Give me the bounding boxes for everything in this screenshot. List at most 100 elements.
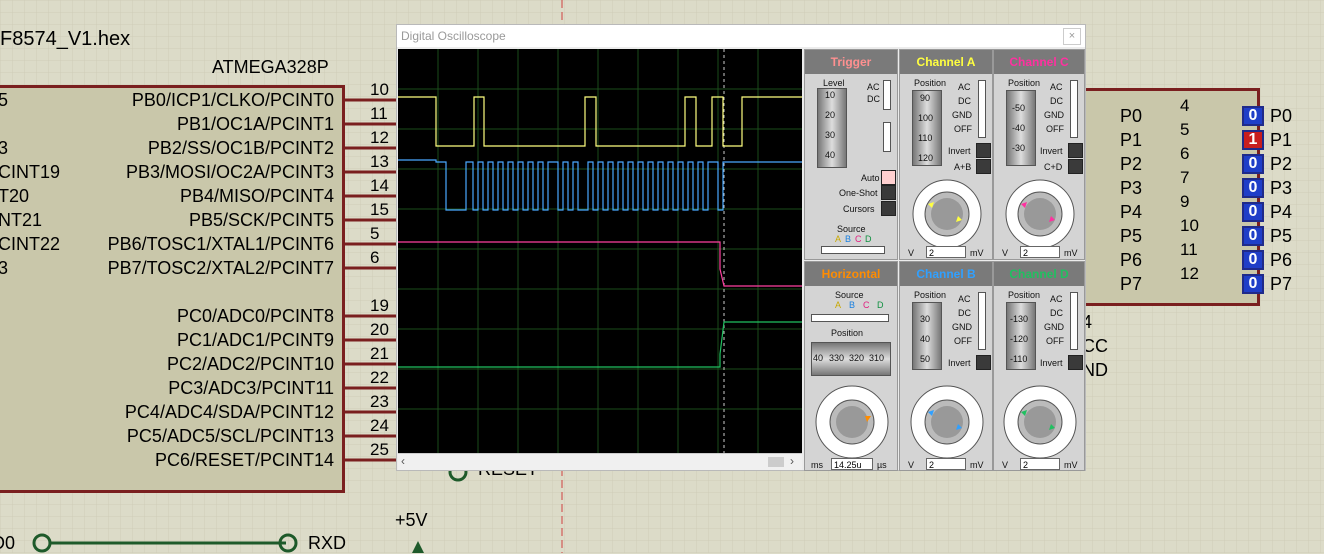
io-pin-label: P1 [1120,130,1143,150]
chip-name: ATMEGA328P [212,57,329,77]
probe-output-label: P1 [1270,130,1293,150]
horizontal-source-slider[interactable] [811,314,889,322]
trigger-coupling-switch[interactable] [883,80,891,110]
channel-d-panel: Channel D Position -130 -120 -110 AC DC … [993,261,1085,471]
channel-a-volts-field[interactable]: 2 [926,246,966,258]
trigger-auto-label: Auto [861,173,880,183]
oscilloscope-window[interactable]: Digital Oscilloscope × [396,24,1086,471]
channel-d-volts-knob[interactable] [997,380,1083,460]
horizontal-position-drum[interactable] [811,342,891,376]
logic-probe-7[interactable]: 0 [1242,274,1264,294]
chip-pin-label: PC0/ADC0/PCINT8 [176,306,334,326]
logic-probe-4[interactable]: 0 [1242,202,1264,222]
scrollbar-thumb[interactable] [768,457,784,467]
channel-c-position-drum[interactable] [1006,90,1036,166]
channel-c-volts-knob[interactable] [997,174,1083,250]
logic-probe-5[interactable]: 0 [1242,226,1264,246]
trigger-edge-switch[interactable] [883,122,891,152]
logic-probe-3[interactable]: 0 [1242,178,1264,198]
chip-pin-label: PB3/MOSI/OC2A/PCINT3 [125,162,334,182]
chip-pin-label: PB2/SS/OC1B/PCINT2 [147,138,334,158]
chip-pin-label: PB6/TOSC1/XTAL1/PCINT6 [107,234,334,254]
channel-b-volts-field[interactable]: 2 [926,458,966,470]
chip-pin-number: 22 [370,368,389,387]
trigger-panel: Trigger Level 10 20 30 40 AC DC Auto One… [804,49,898,260]
chip-pin-label: PB4/MISO/PCINT4 [179,186,334,206]
trace-channel-b [398,159,802,211]
channel-c-invert-button[interactable] [1068,143,1083,158]
probe-output-label: P3 [1270,178,1293,198]
io-pin-number: 12 [1180,264,1199,283]
right-frag-2: CC [1082,336,1108,356]
trigger-oneshot-label: One-Shot [839,188,878,198]
logic-probe-1[interactable]: 1 [1242,130,1264,150]
trigger-header: Trigger [805,50,897,74]
scope-horizontal-scrollbar[interactable]: ‹ › [398,453,802,470]
trigger-dc-label: DC [867,94,880,104]
chip-pin-number: 10 [370,80,389,99]
trigger-level-drum[interactable] [817,88,847,168]
scope-display-area: ‹ › [398,49,802,477]
horizontal-time-knob[interactable] [809,380,895,460]
trigger-cursors-button[interactable] [881,201,896,216]
chip-left-cut-label: 3 [0,258,9,278]
channel-b-invert-button[interactable] [976,355,991,370]
scroll-right-icon[interactable]: › [790,454,794,468]
channel-a-volts-knob[interactable] [904,174,990,250]
probe-output-label: P2 [1270,154,1293,174]
pcf8574-chip[interactable] [1078,88,1260,306]
channel-c-sum-button[interactable] [1068,159,1083,174]
logic-probe-2[interactable]: 0 [1242,154,1264,174]
chip-left-cut-label: NT21 [0,210,43,230]
channel-d-volts-field[interactable]: 2 [1020,458,1060,470]
channel-a-header: Channel A [900,50,992,74]
io-pin-label: P6 [1120,250,1143,270]
horizontal-panel: Horizontal Source A B C D Position 40 33… [804,261,898,471]
oscilloscope-titlebar[interactable]: Digital Oscilloscope × [397,25,1085,47]
channel-a-position-drum[interactable] [912,90,942,166]
chip-pin-number: 14 [370,176,389,195]
channel-a-invert-button[interactable] [976,143,991,158]
chip-pin-number: 20 [370,320,389,339]
chip-pin-label: PB5/SCK/PCINT5 [188,210,334,230]
io-pin-number: 5 [1180,120,1190,139]
channel-d-coupling-switch[interactable] [1070,292,1078,350]
chip-pin-number: 15 [370,200,389,219]
hex-file-label: F8574_V1.hex [0,28,131,50]
channel-d-invert-button[interactable] [1068,355,1083,370]
scope-screen[interactable] [398,49,802,453]
channel-c-header: Channel C [994,50,1084,74]
channel-b-position-drum[interactable] [912,302,942,370]
trigger-cursors-label: Cursors [843,204,875,214]
probe-output-label: P7 [1270,274,1293,294]
chip-pin-label: PC4/ADC4/SDA/PCINT12 [124,402,334,422]
logic-probe-6[interactable]: 0 [1242,250,1264,270]
horizontal-time-field[interactable]: 14.25u [831,458,873,470]
scroll-left-icon[interactable]: ‹ [401,454,405,468]
trigger-auto-button[interactable] [881,170,896,185]
trace-channel-a [398,96,802,147]
channel-b-volts-knob[interactable] [904,380,990,460]
channel-b-header: Channel B [900,262,992,286]
channel-c-volts-field[interactable]: 2 [1020,246,1060,258]
close-button[interactable]: × [1063,28,1081,45]
trigger-oneshot-button[interactable] [881,185,896,200]
trigger-ac-label: AC [867,82,880,92]
channel-c-panel: Channel C Position -50 -40 -30 AC DC GND… [993,49,1085,260]
channel-a-coupling-switch[interactable] [978,80,986,138]
io-pin-label: P4 [1120,202,1143,222]
io-pin-number: 7 [1180,168,1190,187]
channel-b-coupling-switch[interactable] [978,292,986,350]
channel-d-position-drum[interactable] [1006,302,1036,370]
logic-probe-0[interactable]: 0 [1242,106,1264,126]
trigger-source-slider[interactable] [821,246,885,254]
chip-pin-number: 11 [370,104,388,123]
channel-a-panel: Channel A Position 90 100 110 120 AC DC … [899,49,993,260]
atmega328p-chip[interactable] [0,85,345,493]
horizontal-header: Horizontal [805,262,897,286]
channel-b-panel: Channel B Position 30 40 50 AC DC GND OF… [899,261,993,471]
channel-a-sum-button[interactable] [976,159,991,174]
d0-label: D0 [0,533,16,553]
channel-c-coupling-switch[interactable] [1070,80,1078,138]
